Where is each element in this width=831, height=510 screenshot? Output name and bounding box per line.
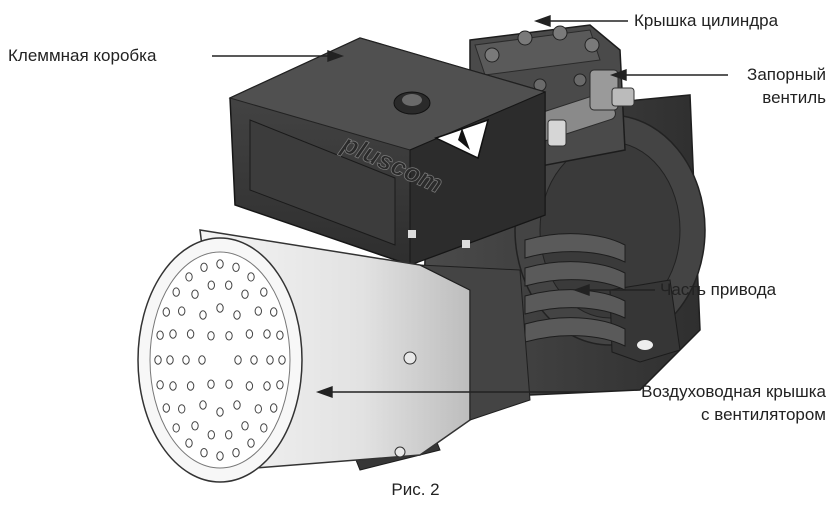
vent-hole	[200, 262, 208, 272]
vent-hole	[263, 381, 271, 391]
drive-fins	[524, 233, 626, 347]
leader-lines	[212, 15, 728, 398]
vent-hole	[199, 400, 207, 410]
label-fan-cover-line1: Воздуховодная крышка	[641, 382, 826, 401]
vent-hole	[216, 259, 224, 269]
vent-hole	[156, 330, 164, 340]
arrowhead-cylinder-cover	[533, 15, 551, 27]
vent-hole	[162, 403, 171, 413]
vent-hole	[178, 306, 186, 316]
vent-hole	[225, 280, 233, 290]
vent-hole	[233, 310, 241, 320]
vent-hole	[172, 423, 180, 433]
vent-hole	[225, 430, 233, 440]
vent-hole	[260, 423, 268, 433]
vent-hole	[263, 329, 271, 339]
vent-hole	[162, 307, 171, 317]
vent-hole	[245, 329, 254, 339]
vent-hole	[216, 407, 224, 417]
arrowhead-terminal-box	[327, 50, 345, 62]
vent-hole	[245, 381, 254, 391]
vent-hole	[254, 404, 262, 414]
vent-holes	[154, 259, 286, 461]
vent-hole	[186, 329, 195, 339]
vent-hole	[198, 355, 206, 365]
vent-hole	[270, 403, 278, 413]
vent-hole	[232, 262, 240, 272]
vent-hole	[216, 303, 224, 313]
vent-hole	[200, 448, 208, 458]
vent-hole	[178, 404, 186, 414]
vent-hole	[241, 421, 249, 431]
vent-hole	[207, 430, 216, 440]
vent-hole	[185, 272, 193, 282]
vent-hole	[232, 448, 240, 458]
vent-hole	[166, 355, 174, 365]
label-stop-valve-line1: Запорный	[747, 65, 826, 84]
label-drive-part: Часть привода	[660, 280, 777, 299]
vent-hole	[266, 355, 274, 365]
arrowhead-fan-cover	[315, 386, 333, 398]
vent-hole	[207, 331, 215, 341]
arrowhead-drive-part	[572, 284, 590, 296]
vent-hole	[233, 400, 241, 410]
label-stop-valve-line2: вентиль	[762, 88, 826, 107]
vent-hole	[276, 330, 284, 340]
vent-hole	[270, 307, 278, 317]
fan-cover	[137, 229, 531, 483]
vent-hole	[260, 287, 268, 297]
vent-hole	[278, 355, 286, 365]
vent-hole	[156, 380, 164, 390]
vent-hole	[182, 355, 190, 365]
vent-hole	[234, 355, 242, 365]
terminal-box: pluscom	[228, 37, 547, 266]
vent-hole	[185, 438, 193, 448]
vent-hole	[191, 421, 199, 431]
vent-hole	[207, 280, 216, 290]
vent-hole	[225, 331, 233, 341]
vent-hole	[250, 355, 258, 365]
vent-hole	[241, 289, 249, 299]
vent-hole	[247, 438, 255, 448]
arrowhead-stop-valve	[609, 69, 627, 81]
vent-hole	[225, 379, 233, 389]
vent-hole	[276, 380, 284, 390]
vent-hole	[207, 379, 215, 389]
cylinder-head	[469, 24, 626, 171]
vent-hole	[169, 329, 177, 339]
label-cylinder-cover: Крышка цилиндра	[634, 11, 779, 30]
vent-hole	[186, 381, 195, 391]
vent-hole	[191, 289, 199, 299]
vent-hole	[199, 310, 207, 320]
vent-hole	[247, 272, 255, 282]
label-terminal-box: Клеммная коробка	[8, 46, 157, 65]
vent-hole	[169, 381, 177, 391]
vent-hole	[216, 451, 224, 461]
vent-hole	[254, 306, 262, 316]
vent-hole	[154, 355, 162, 365]
label-fan-cover-line2: с вентилятором	[701, 405, 826, 424]
figure-caption: Рис. 2	[391, 480, 440, 499]
vent-hole	[172, 287, 180, 297]
